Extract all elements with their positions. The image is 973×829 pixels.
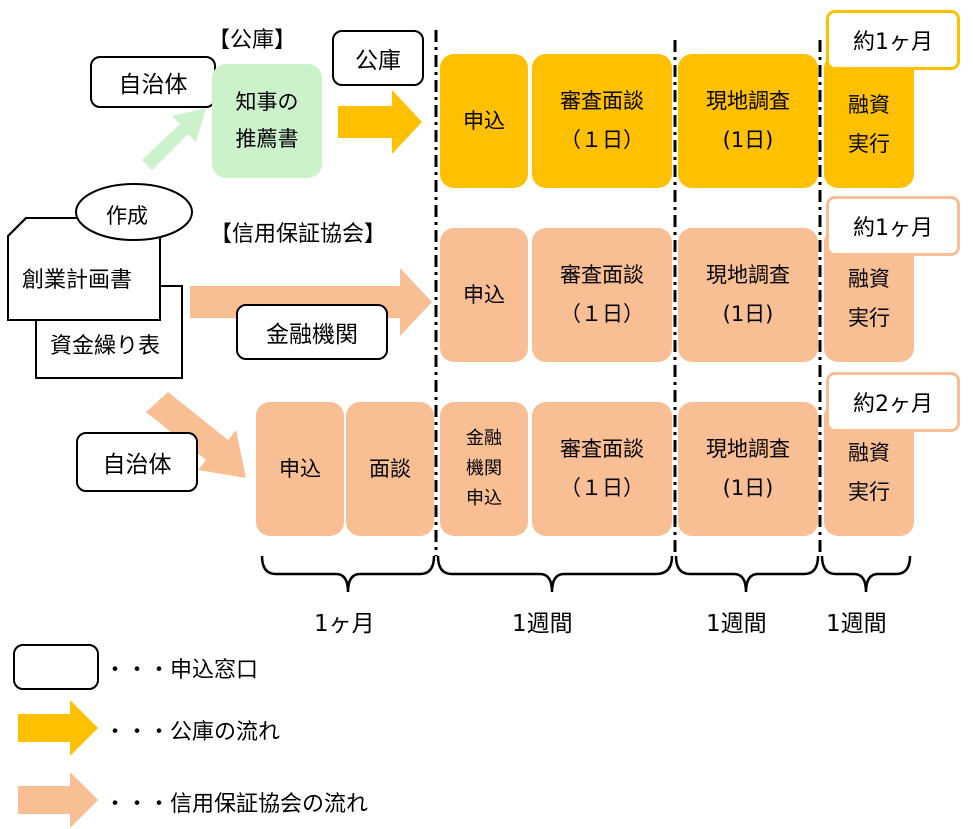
municipality-box-top: 自治体 <box>90 56 216 108</box>
duration-month: 1ヶ月 <box>314 611 375 637</box>
middle-step-interview: 審査面談 （１日） <box>532 228 672 362</box>
brace-2 <box>436 555 674 593</box>
municipality-box-bottom: 自治体 <box>76 432 198 492</box>
bottom-step-apply: 申込 <box>256 402 344 536</box>
top-step-interview: 審査面談 （１日） <box>532 54 672 188</box>
peach-arrow-middle <box>190 268 432 336</box>
legend-window-swatch <box>13 644 99 690</box>
duration-week-3: 1週間 <box>826 611 887 637</box>
duration-week-2: 1週間 <box>706 611 767 637</box>
bottom-step-bank-apply: 金融 機関 申込 <box>440 402 528 536</box>
guarantee-section-label: 【信用保証協会】 <box>210 222 387 247</box>
bottom-step-interview: 審査面談 （１日） <box>532 402 672 536</box>
legend-gold-arrow <box>18 700 98 756</box>
gold-arrow <box>338 90 422 154</box>
brace-3 <box>674 555 820 593</box>
bottom-step-site-survey: 現地調査 (1日) <box>678 402 818 536</box>
top-step-loan: 融資 実行 <box>824 54 914 188</box>
legend-koko-text: ・・・公庫の流れ <box>104 720 281 745</box>
green-arrow <box>142 108 206 170</box>
legend-peach-arrow <box>18 772 98 828</box>
bank-window-box: 金融機関 <box>236 304 388 360</box>
create-bubble <box>75 183 193 241</box>
middle-step-apply: 申込 <box>440 228 528 362</box>
legend-window-text: ・・・申込窓口 <box>104 658 259 683</box>
cash-flow-label: 資金繰り表 <box>50 334 161 359</box>
bottom-step-meeting: 面談 <box>346 402 434 536</box>
koko-section-label: 【公庫】 <box>208 28 297 53</box>
middle-period-badge: 約1ヶ月 <box>826 196 960 256</box>
duration-week-1: 1週間 <box>512 611 573 637</box>
top-step-apply: 申込 <box>440 54 528 188</box>
top-period-badge: 約1ヶ月 <box>826 10 960 70</box>
top-step-site-survey: 現地調査 (1日) <box>678 54 818 188</box>
brace-4 <box>820 555 912 593</box>
bottom-period-badge: 約2ヶ月 <box>826 372 960 432</box>
business-plan-label: 創業計画書 <box>22 268 133 293</box>
koko-window-box: 公庫 <box>332 30 424 86</box>
create-label: 作成 <box>106 204 148 228</box>
recommendation-box: 知事の 推薦書 <box>212 64 322 178</box>
middle-step-site-survey: 現地調査 (1日) <box>678 228 818 362</box>
brace-1 <box>260 555 436 593</box>
legend-guarantee-text: ・・・信用保証協会の流れ <box>104 792 369 817</box>
